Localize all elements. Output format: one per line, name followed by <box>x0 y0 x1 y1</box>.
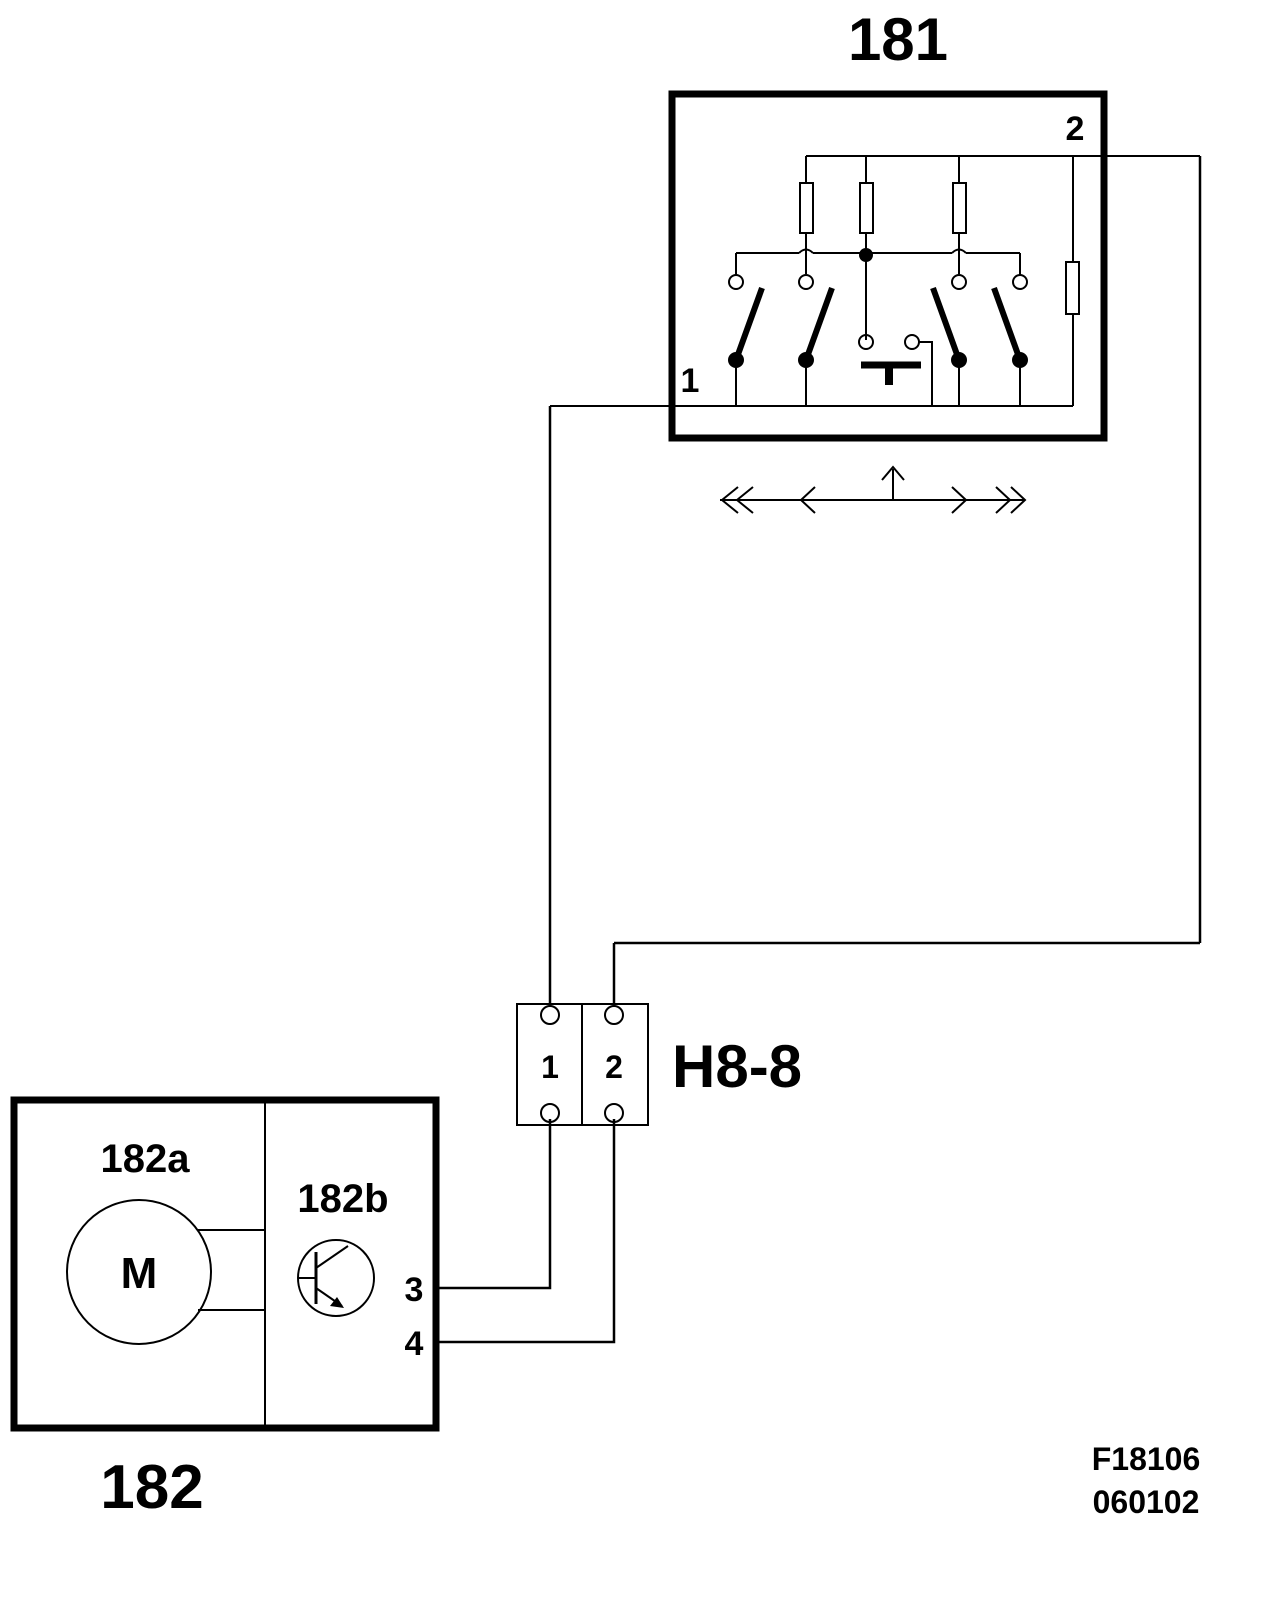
fan-pin-4-label: 4 <box>405 1325 424 1363</box>
controller-182b-label: 182b <box>297 1177 388 1221</box>
switch-181: 181 1 2 <box>550 6 1200 514</box>
fan-182: 182a M 182b 3 4 182 <box>10 1096 440 1522</box>
motor-182a-label: 182a <box>101 1137 191 1181</box>
fan-pin-3-label: 3 <box>405 1271 424 1309</box>
motor-icon <box>66 1199 212 1345</box>
resistor-symbol <box>859 182 874 234</box>
motor-symbol: M <box>121 1249 158 1298</box>
figure-ref-date: 060102 <box>1093 1484 1200 1520</box>
connector-h8-8: 1 2 H8-8 <box>516 1003 802 1126</box>
switch-181-pin-1-label: 1 <box>681 362 700 400</box>
figure-reference: F18106 060102 <box>1092 1441 1201 1520</box>
connector-pin-1-label: 1 <box>541 1049 559 1085</box>
switch-181-internal-circuit <box>550 155 1200 407</box>
connector-pin-2-label: 2 <box>605 1049 623 1085</box>
connector-h8-8-label: H8-8 <box>672 1033 802 1100</box>
switch-position-arrows <box>720 465 1027 514</box>
resistor-symbol <box>799 182 814 234</box>
fan-182-label: 182 <box>100 1453 203 1522</box>
resistor-symbol <box>952 182 967 234</box>
figure-ref-number: F18106 <box>1092 1441 1201 1477</box>
switch-181-label: 181 <box>848 6 948 73</box>
fan-182-housing <box>10 1096 440 1432</box>
transistor-icon <box>297 1239 375 1317</box>
switch-181-housing <box>668 90 1108 442</box>
resistor-symbol <box>1065 261 1080 315</box>
wiring <box>437 156 1202 1344</box>
switch-181-pin-2-label: 2 <box>1066 110 1085 148</box>
